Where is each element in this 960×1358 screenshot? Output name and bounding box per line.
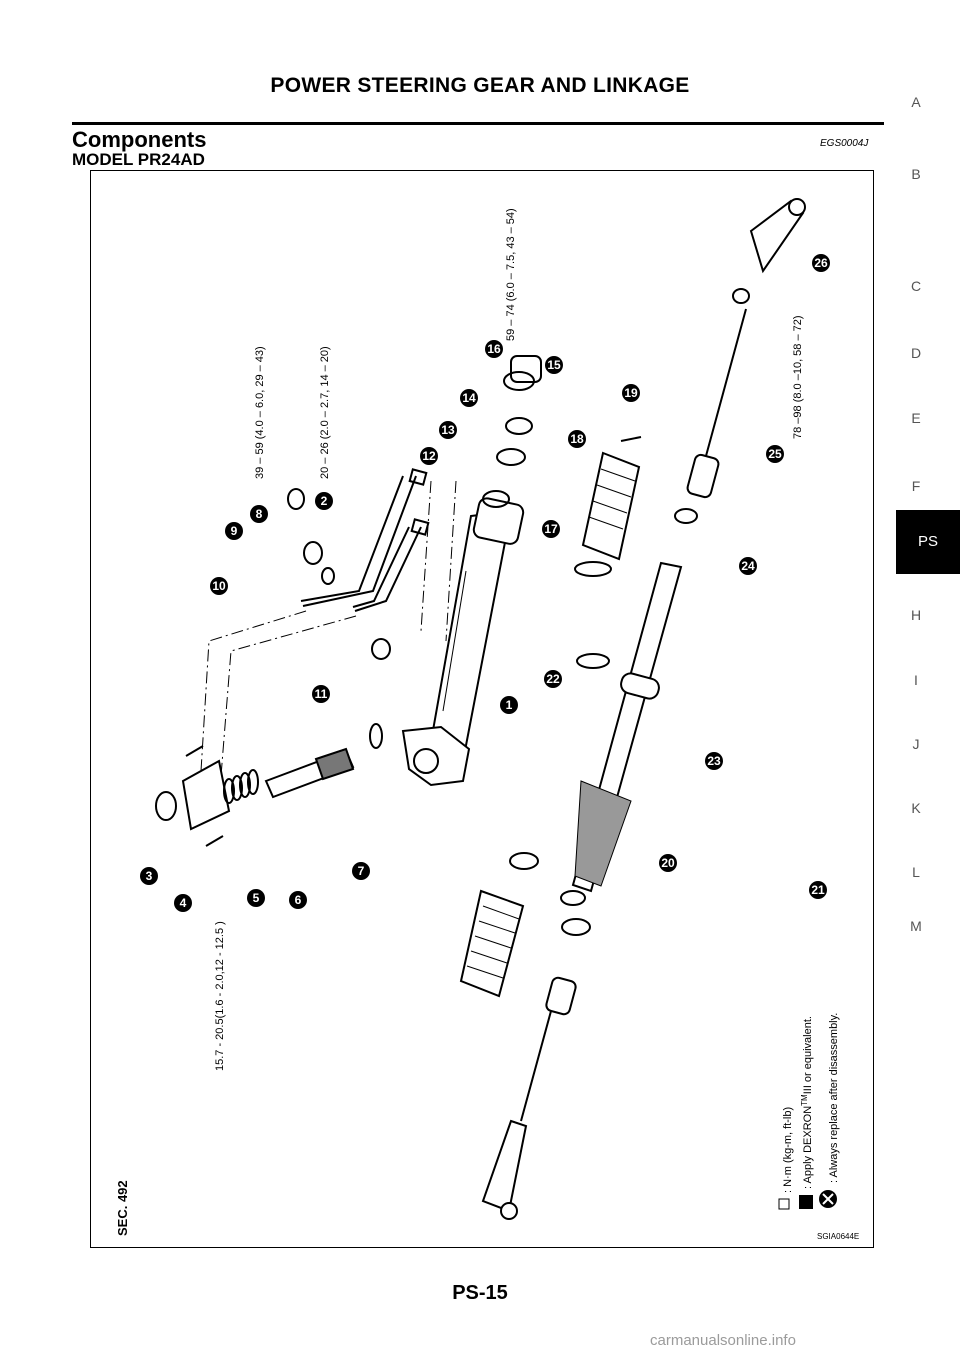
callout-part-24: 24 (741, 559, 755, 573)
legend-torque-text: : N·m (kg-m, ft-lb) (782, 1107, 794, 1193)
fluid-lines (300, 468, 430, 612)
exploded-view-diagram: 1 2 3 4 5 6 7 8 9 10 11 12 13 14 15 16 1… (115, 198, 859, 1241)
nav-item-j[interactable]: J (912, 736, 920, 752)
section-code: EGS0004J (820, 138, 869, 149)
steering-gear-housing (401, 497, 525, 787)
callout-part-9: 9 (231, 524, 238, 538)
callout-part-26: 26 (814, 256, 828, 270)
section-index-nav: A B C D E F PS H I J K L M (896, 70, 960, 970)
pinion-assembly (264, 747, 355, 799)
figure-legend: : N·m (kg-m, ft-lb) : Apply DEXRONTMIII … (778, 1013, 840, 1210)
callout-part-5: 5 (253, 891, 260, 905)
callout-part-11: 11 (315, 687, 328, 701)
page-header-title: POWER STEERING GEAR AND LINKAGE (270, 74, 690, 97)
small-parts (287, 288, 750, 906)
fluid-can-icon (799, 1195, 813, 1209)
legend-torque: : N·m (kg-m, ft-lb) (778, 1107, 794, 1210)
callout-part-13: 13 (441, 423, 455, 437)
callout-part-12: 12 (422, 449, 436, 463)
valve-housing (155, 745, 231, 847)
section-title: Components (72, 127, 207, 152)
section-number: SEC. 492 (115, 1180, 130, 1236)
nav-item-h[interactable]: H (910, 607, 922, 623)
nav-item-k[interactable]: K (911, 800, 921, 816)
nav-item-d[interactable]: D (910, 345, 922, 361)
legend-fluid-text: : Apply DEXRONTMIII or equivalent. (800, 1016, 814, 1189)
callout-part-20: 20 (661, 856, 675, 870)
components-figure: 1 2 3 4 5 6 7 8 9 10 11 12 13 14 15 16 1… (90, 170, 874, 1248)
callout-part-3: 3 (146, 869, 153, 883)
torque-wrench-icon (778, 1198, 790, 1210)
model-title: MODEL PR24AD (72, 150, 205, 169)
callout-part-25: 25 (768, 447, 782, 461)
legend-replace: : Always replace after disassembly. (819, 1013, 840, 1208)
torque-spec-part-25: 78 –98 (8.0 –10, 58 – 72) (792, 315, 804, 439)
callout-part-10: 10 (212, 579, 226, 593)
nav-item-ps[interactable]: PS (896, 510, 960, 574)
legend-fluid: : Apply DEXRONTMIII or equivalent. (799, 1016, 814, 1209)
torque-spec-part-16: 59 – 74 (6.0 – 7.5, 43 – 54) (505, 208, 517, 341)
header-rule (72, 122, 884, 125)
callout-part-14: 14 (462, 391, 476, 405)
right-tie-rod (581, 198, 806, 561)
callout-part-1: 1 (506, 698, 513, 712)
callout-part-6: 6 (295, 893, 302, 907)
callout-part-21: 21 (811, 883, 825, 897)
dash-dot-leaders (200, 480, 457, 777)
torque-spec-part-3: 15.7 - 20.5(1.6 - 2.0,12 - 12.5 ) (214, 921, 226, 1071)
legend-replace-text: : Always replace after disassembly. (828, 1013, 840, 1183)
callout-part-4: 4 (180, 896, 187, 910)
left-tie-rod (459, 889, 591, 1220)
page-number: PS-15 (452, 1282, 508, 1304)
nav-item-m[interactable]: M (910, 918, 922, 934)
nav-item-c[interactable]: C (910, 278, 922, 294)
nav-item-e[interactable]: E (911, 410, 921, 426)
callout-part-15: 15 (547, 358, 561, 372)
seal-rings-5 (223, 769, 259, 804)
callout-part-22: 22 (546, 672, 560, 686)
callout-part-7: 7 (358, 864, 365, 878)
callout-part-19: 19 (624, 386, 638, 400)
callout-part-2: 2 (321, 494, 328, 508)
nav-item-a[interactable]: A (911, 94, 921, 110)
figure-meta: SEC. 492 SGIA0644E (115, 1180, 859, 1241)
callout-part-18: 18 (570, 432, 584, 446)
callout-part-8: 8 (256, 507, 263, 521)
nav-item-l[interactable]: L (912, 864, 920, 880)
figure-code: SGIA0644E (817, 1232, 859, 1241)
callout-part-16: 16 (487, 342, 501, 356)
callout-part-23: 23 (707, 754, 721, 768)
rack-tube (571, 561, 683, 893)
watermark: carmanualsonline.info (650, 1332, 796, 1349)
torque-spec-part-2: 20 – 26 (2.0 – 2.7, 14 – 20) (319, 346, 331, 479)
torque-spec-labels: 15.7 - 20.5(1.6 - 2.0,12 - 12.5 ) 39 – 5… (214, 208, 804, 1071)
torque-spec-part-8: 39 – 59 (4.0 – 6.0, 29 – 43) (254, 346, 266, 479)
callout-part-17: 17 (544, 522, 558, 536)
part-label-callouts: 1 2 3 4 5 6 7 8 9 10 11 12 13 14 15 16 1… (140, 254, 830, 912)
nav-item-f[interactable]: F (911, 478, 921, 494)
nav-item-i[interactable]: I (914, 672, 918, 688)
nav-item-b[interactable]: B (911, 166, 921, 182)
